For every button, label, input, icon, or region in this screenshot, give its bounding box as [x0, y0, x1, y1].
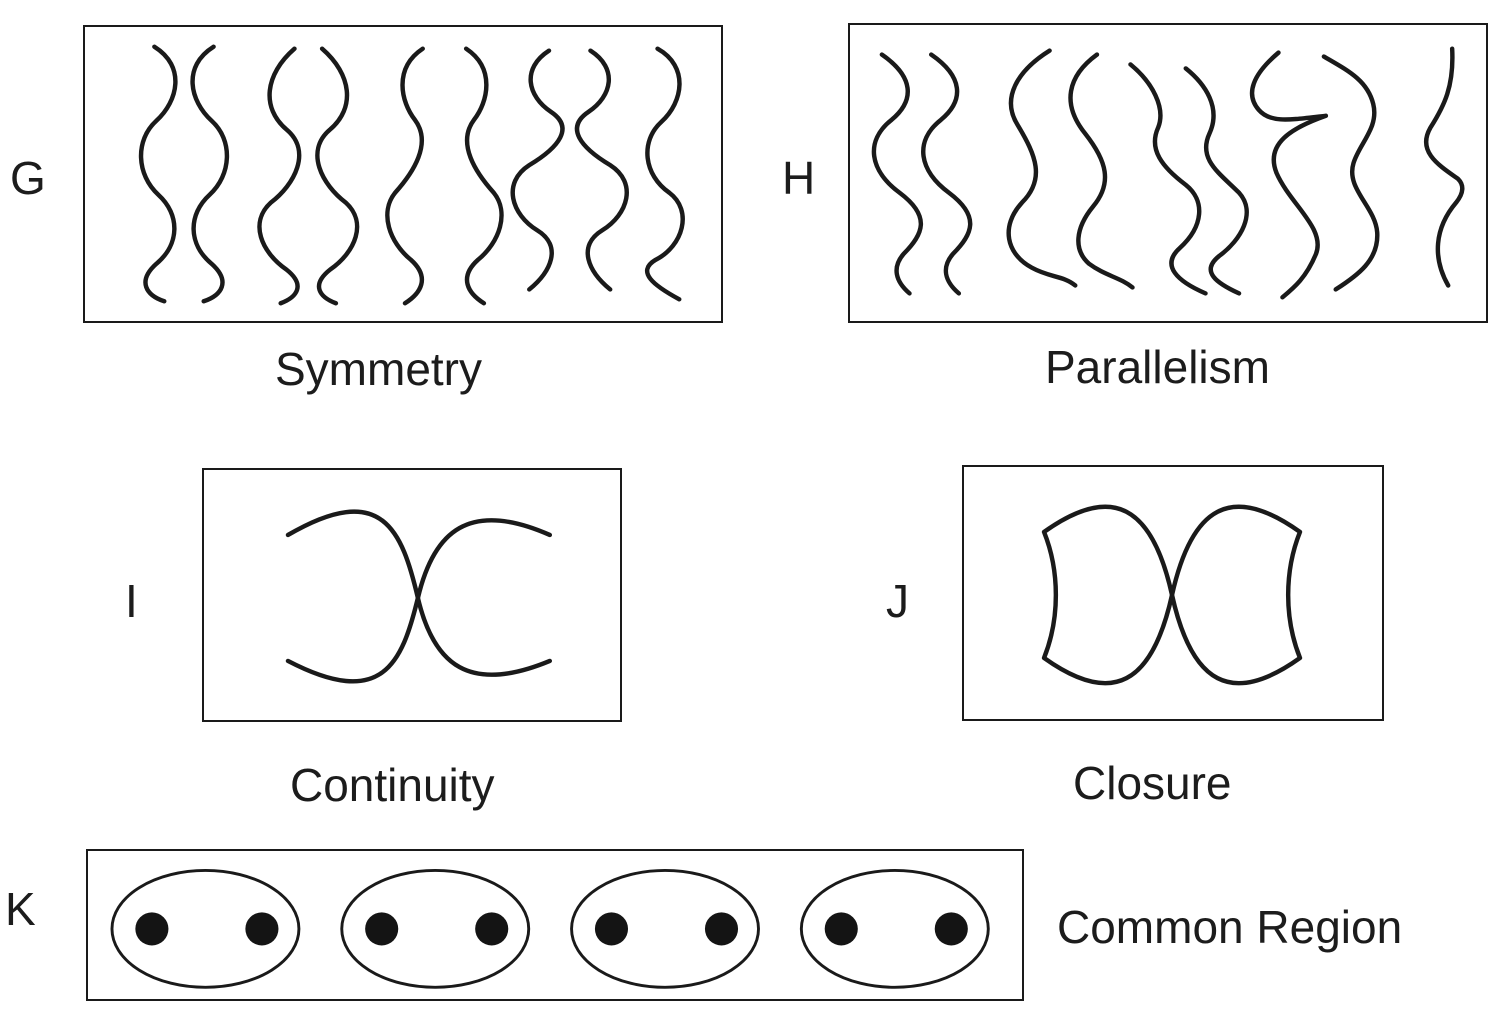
caption-symmetry: Symmetry — [275, 343, 482, 395]
closure-shapes — [1041, 504, 1303, 686]
caption-common-region: Common Region — [1057, 901, 1403, 953]
region-ellipse — [110, 869, 301, 989]
wavy-line — [138, 44, 178, 304]
region-ellipse — [570, 869, 760, 989]
parallelism-wavy-lines — [871, 46, 1465, 300]
region-group — [110, 869, 301, 989]
common-region-figure — [86, 849, 1024, 1001]
wavy-line — [510, 48, 565, 292]
panel-letter-g: G — [10, 152, 46, 204]
continuity-figure — [202, 468, 622, 722]
symmetry-figure — [83, 25, 723, 323]
region-dot — [824, 912, 858, 946]
wavy-line — [645, 46, 685, 302]
panel-letter-j: J — [886, 575, 909, 627]
region-dot — [934, 912, 968, 946]
wavy-line — [463, 46, 504, 306]
panel-letter-h: H — [782, 152, 816, 204]
common-region-ellipses — [110, 869, 990, 989]
wavy-line — [257, 46, 302, 306]
region-ellipse — [799, 869, 990, 989]
caption-parallelism: Parallelism — [1045, 341, 1270, 393]
region-dot — [704, 912, 739, 946]
region-dot — [475, 912, 509, 946]
wavy-line — [385, 46, 425, 306]
wavy-line — [1321, 54, 1380, 292]
closure-figure — [962, 465, 1384, 721]
wavy-line — [1183, 66, 1249, 296]
symmetry-wavy-lines — [138, 44, 685, 306]
wavy-line — [1249, 50, 1329, 300]
wavy-line — [315, 46, 360, 306]
parallelism-figure — [848, 23, 1488, 323]
region-ellipse — [340, 869, 531, 989]
caption-closure: Closure — [1073, 757, 1232, 809]
wavy-line — [921, 52, 973, 296]
region-group — [570, 869, 760, 989]
region-dot — [594, 912, 629, 946]
panel-letter-i: I — [125, 575, 138, 627]
region-group — [799, 869, 990, 989]
region-group — [340, 869, 531, 989]
caption-continuity: Continuity — [290, 759, 495, 811]
closed-shape — [1041, 504, 1175, 686]
wavy-line — [1006, 48, 1078, 288]
wavy-line — [190, 44, 230, 304]
panel-letter-k: K — [5, 883, 36, 935]
wavy-line — [871, 52, 924, 296]
region-dot — [135, 912, 169, 946]
crossing-curve — [285, 518, 553, 684]
region-dot — [365, 912, 399, 946]
continuity-crossing-curves — [285, 509, 553, 684]
wavy-line — [1423, 46, 1465, 288]
wavy-line — [574, 48, 629, 292]
closed-shape — [1169, 504, 1303, 686]
wavy-line — [1068, 52, 1135, 290]
region-dot — [245, 912, 279, 946]
wavy-line — [1128, 62, 1208, 296]
